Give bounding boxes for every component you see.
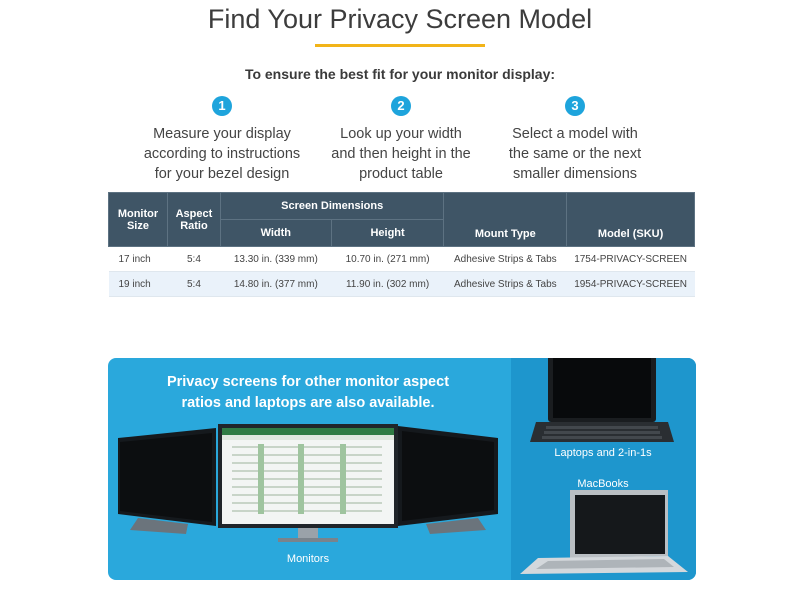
header-width: Width <box>219 219 332 247</box>
banner-text: Privacy screens for other monitor aspect… <box>166 374 450 411</box>
cell-model: 1754-PRIVACY-SCREEN <box>566 246 695 272</box>
cell-width: 14.80 in. (377 mm) <box>220 271 332 297</box>
step-number-badge: 2 <box>391 96 411 116</box>
page-subtitle: To ensure the best fit for your monitor … <box>244 66 556 82</box>
laptop-image <box>530 358 674 442</box>
macbook-image <box>520 490 688 574</box>
header-height: Height <box>330 219 445 247</box>
product-illustrations <box>118 358 688 574</box>
center-monitor-image <box>218 424 398 542</box>
cell-height: 11.90 in. (302 mm) <box>331 271 444 297</box>
step-text: Select a model with the same or the next… <box>508 126 642 182</box>
step-1: 1 Measure your display according to inst… <box>122 96 322 184</box>
step-text: Measure your display according to instru… <box>143 126 301 182</box>
table-row: 17 inch 5:4 13.30 in. (339 mm) 10.70 in.… <box>108 246 695 272</box>
cell-model: 1954-PRIVACY-SCREEN <box>566 271 695 297</box>
header-model-sku: Model (SKU) <box>566 192 695 247</box>
cell-width: 13.30 in. (339 mm) <box>220 246 332 272</box>
laptops-caption: Laptops and 2-in-1s <box>554 447 652 459</box>
step-number-badge: 1 <box>212 96 232 116</box>
header-monitor-size: Monitor Size <box>108 192 168 247</box>
availability-banner: Privacy screens for other monitor aspect… <box>108 358 696 580</box>
model-table: Monitor Size Aspect Ratio Screen Dimensi… <box>108 192 695 297</box>
step-2: 2 Look up your width and then height in … <box>301 96 501 184</box>
cell-size: 19 inch <box>108 271 168 297</box>
cell-mount: Adhesive Strips & Tabs <box>443 271 567 297</box>
step-number-badge: 3 <box>565 96 585 116</box>
header-screen-dimensions: Screen Dimensions <box>219 192 445 220</box>
macbooks-caption: MacBooks <box>577 478 629 490</box>
page-title: Find Your Privacy Screen Model <box>207 4 593 34</box>
header-mount-type: Mount Type <box>443 192 568 247</box>
cell-height: 10.70 in. (271 mm) <box>331 246 444 272</box>
table-row: 19 inch 5:4 14.80 in. (377 mm) 11.90 in.… <box>108 271 695 297</box>
title-underline <box>315 44 485 47</box>
cell-ratio: 5:4 <box>167 271 221 297</box>
cell-size: 17 inch <box>108 246 168 272</box>
cell-mount: Adhesive Strips & Tabs <box>443 246 567 272</box>
step-text: Look up your width and then height in th… <box>331 126 471 182</box>
monitors-caption: Monitors <box>286 553 330 565</box>
step-3: 3 Select a model with the same or the ne… <box>475 96 675 184</box>
left-monitor-image <box>118 428 216 534</box>
header-aspect-ratio: Aspect Ratio <box>166 192 221 247</box>
cell-ratio: 5:4 <box>167 246 221 272</box>
right-monitor-image <box>398 426 498 534</box>
